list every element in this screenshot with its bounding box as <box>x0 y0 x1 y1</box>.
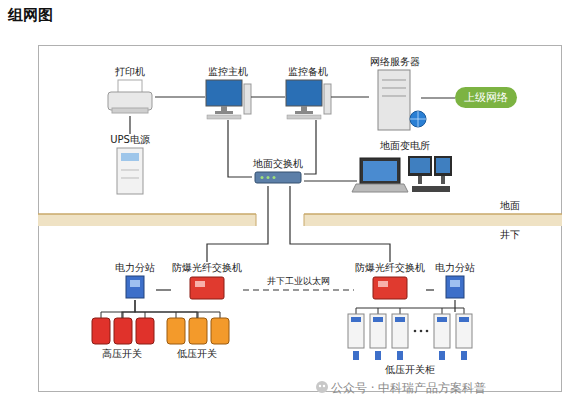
server-icon <box>378 70 426 130</box>
cable <box>421 97 455 98</box>
cable <box>207 186 268 262</box>
icon-space <box>164 319 230 347</box>
icon-space <box>205 79 251 119</box>
device-label: UPS电源 <box>109 134 151 146</box>
low-voltage-switch-icon <box>167 318 229 344</box>
explosion-proof-switch-icon <box>190 277 407 299</box>
power-station-icon <box>126 276 464 298</box>
device-label: 监控主机 <box>205 66 251 78</box>
device-node: 监控备机 <box>285 66 331 120</box>
icon-space <box>115 147 145 195</box>
device-label: 防爆光纤交换机 <box>171 262 243 274</box>
cable <box>155 96 205 97</box>
cable <box>156 289 171 290</box>
device-node: 低压开关 <box>164 318 230 360</box>
device-label: 监控备机 <box>285 66 331 78</box>
switch-icon <box>255 172 301 183</box>
device-label: 电力分站 <box>434 262 476 274</box>
cable <box>426 289 434 290</box>
cable <box>228 120 252 177</box>
icon-space <box>125 275 145 299</box>
icon-space <box>345 313 475 363</box>
substation-icon <box>352 156 452 192</box>
cable <box>454 300 455 312</box>
device-label: 地面交换机 <box>252 158 304 170</box>
device-node: 高压开关 <box>89 318 155 360</box>
cable <box>251 96 285 97</box>
device-label: 低压开关 <box>164 348 230 360</box>
ground-band <box>38 214 562 226</box>
cable <box>135 300 197 318</box>
device-label: 电力分站 <box>114 262 156 274</box>
device-node: 防爆光纤交换机 <box>171 262 243 302</box>
icon-space <box>89 319 155 347</box>
device-node: 地面变电所 <box>357 140 453 200</box>
device-node: 防爆光纤交换机 <box>354 262 426 302</box>
cable <box>304 120 316 174</box>
icon-space <box>189 275 225 301</box>
device-label: 地面变电所 <box>357 140 453 152</box>
printer-icon <box>108 80 152 113</box>
device-label: 低压开关柜 <box>345 364 475 376</box>
device-node: UPS电源 <box>109 134 151 196</box>
monitor-host-icon <box>206 80 251 119</box>
watermark: 公众号 · 中科瑞产品方案科普 <box>331 381 486 396</box>
cable <box>290 186 390 262</box>
icon-space <box>105 79 155 115</box>
cable <box>129 116 130 134</box>
icon-space <box>285 79 331 119</box>
monitor-backup-icon <box>286 80 331 119</box>
cable <box>122 300 135 318</box>
device-node: 低压开关柜 <box>345 312 475 376</box>
ups-icon <box>117 148 143 194</box>
icon-space <box>445 275 465 299</box>
device-label: 上级网络 <box>464 91 508 104</box>
device-label: 防爆光纤交换机 <box>354 262 426 274</box>
region-label: 井下 <box>500 229 520 241</box>
network-bubble: 上级网络 <box>455 87 517 108</box>
link-label: 井下工业以太网 <box>265 276 332 287</box>
device-node: 电力分站 <box>434 262 476 300</box>
icon-space <box>375 69 415 131</box>
icon-space <box>357 153 453 199</box>
cable <box>304 180 357 181</box>
device-node: 网络服务器 <box>369 56 421 132</box>
frame <box>39 46 562 392</box>
device-node: 电力分站 <box>114 262 156 300</box>
low-voltage-cabinet-icon <box>348 314 472 360</box>
device-node: 地面交换机 <box>252 158 304 186</box>
icon-space <box>372 275 408 301</box>
ethernet-link <box>243 289 354 290</box>
device-node: 监控主机 <box>205 66 251 120</box>
region-label: 地面 <box>500 200 520 212</box>
diagram-title: 组网图 <box>8 6 53 25</box>
cable <box>331 96 369 97</box>
device-node: 打印机 <box>105 66 155 116</box>
watermark-icon <box>316 381 328 393</box>
high-voltage-switch-icon <box>92 318 154 344</box>
device-label: 网络服务器 <box>369 56 421 68</box>
switch-bus <box>101 308 464 318</box>
device-label: 打印机 <box>105 66 155 78</box>
icon-space <box>253 171 303 185</box>
device-label: 高压开关 <box>89 348 155 360</box>
